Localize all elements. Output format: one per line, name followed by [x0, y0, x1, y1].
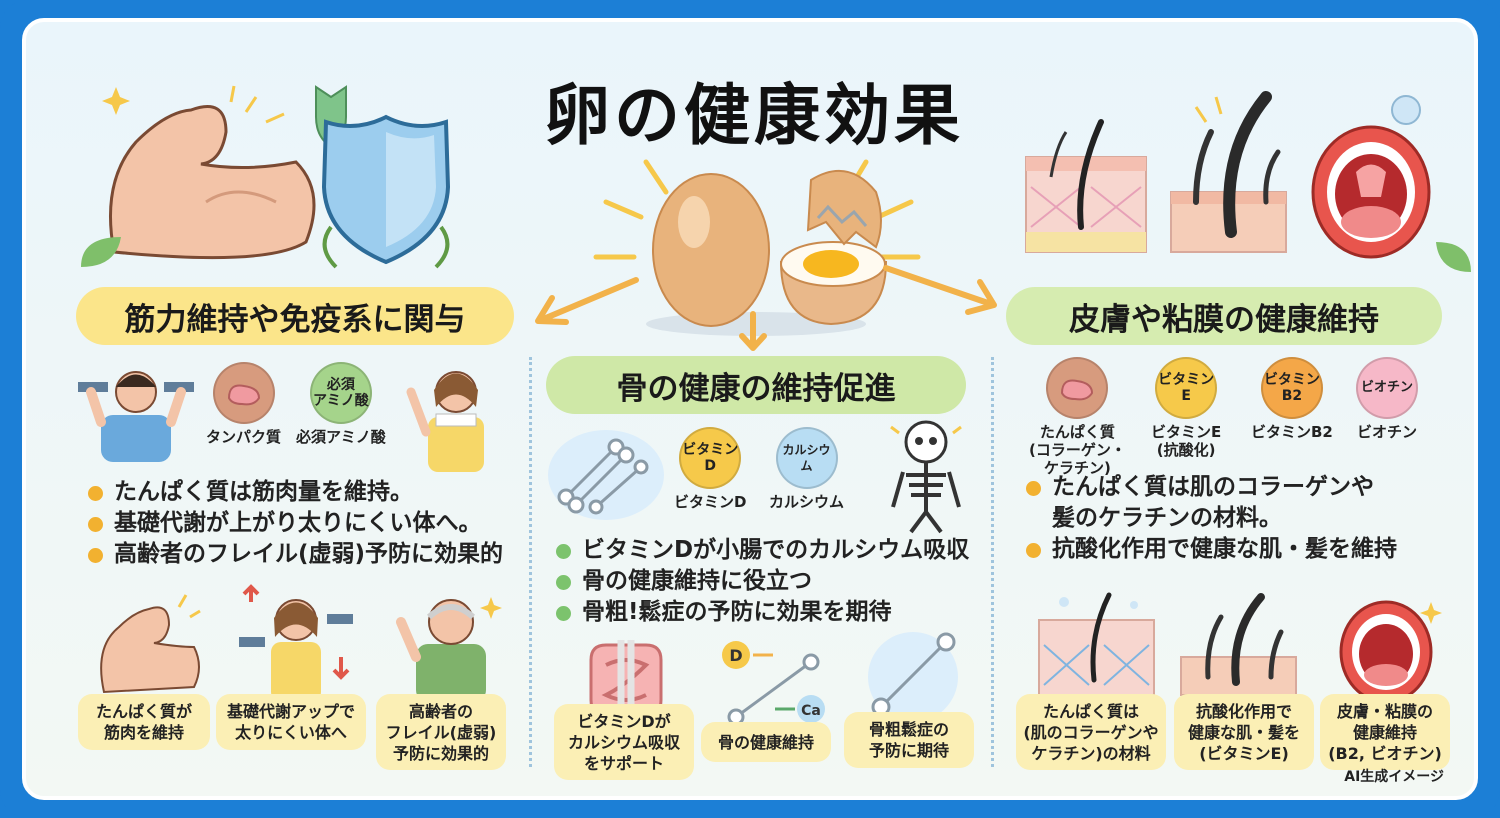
nutrient-vitamin-b2: ビタミン B2 ビタミンB2 [1251, 357, 1333, 441]
woman-towel-icon [406, 371, 484, 472]
infographic-panel: 卵の健康効果 [22, 18, 1478, 800]
arrow-down-icon [739, 311, 767, 351]
bones-icon [548, 430, 664, 520]
caption-osteoporosis: 骨粗鬆症の 予防に期待 [844, 712, 974, 768]
divider-left [529, 357, 532, 767]
page-title: 卵の健康効果 [544, 77, 964, 154]
elderly-man-icon [396, 597, 502, 702]
heading-bone-health: 骨の健康の維持促進 [546, 356, 966, 414]
arrow-left-icon [535, 277, 639, 325]
caption-antioxidant: 抗酸化作用で 健康な肌・髪を (ビタミンE) [1174, 694, 1314, 770]
bullet-item: たんぱく質は肌のコラーゲンや [1026, 472, 1397, 503]
eggs-illustration [593, 159, 921, 336]
svg-text:Ca: Ca [801, 703, 821, 719]
bullet-item: たんぱく質は筋肉量を維持。 [88, 477, 503, 508]
skin-layer-icon [1025, 119, 1147, 253]
skin-collagen-icon [1038, 592, 1155, 696]
heading-muscle-immune: 筋力維持や免疫系に関与 [76, 287, 514, 345]
bullet-item: ビタミンDが小腸でのカルシウム吸収 [556, 535, 969, 566]
shield-icon [315, 85, 451, 269]
woman-dumbbell-icon [239, 584, 353, 702]
calcium-badge: カルシウム [775, 427, 838, 489]
caption-vitamin-d-support: ビタミンDが カルシウム吸収 をサポート [554, 704, 694, 780]
caption-mucosa: 皮膚・粘膜の 健康維持 (B2, ビオチン) [1320, 694, 1450, 770]
caption-protein-muscle: たんぱく質が 筋肉を維持 [78, 694, 210, 750]
skin-bullet-list: たんぱく質は肌のコラーゲンや 髪のケラチンの材料。 抗酸化作用で健康な肌・髪を維… [1026, 472, 1397, 565]
caption-bone-maintenance: 骨の健康維持 [701, 722, 831, 762]
vitamin-d-badge: ビタミン D [679, 427, 742, 489]
nutrient-amino-acid: 必須 アミノ酸 必須アミノ酸 [296, 362, 386, 446]
arrow-right-icon [883, 265, 997, 315]
bone-bullet-list: ビタミンDが小腸でのカルシウム吸収 骨の健康維持に役立つ 骨粗!鬆症の予防に効果… [556, 535, 969, 628]
leaf-icon [81, 237, 121, 267]
leaf-icon [1436, 242, 1471, 272]
nutrient-vitamin-e: ビタミン E ビタミンE (抗酸化) [1151, 357, 1221, 459]
caption-frailty: 高齢者の フレイル(虚弱) 予防に効果的 [376, 694, 506, 770]
divider-right [991, 357, 994, 767]
svg-text:D: D [729, 646, 742, 665]
caption-metabolism: 基礎代謝アップで 太りにくい体へ [216, 694, 366, 750]
nutrient-biotin: ビオチン ビオチン [1356, 357, 1418, 441]
dumbbell-man-icon [78, 371, 194, 462]
nutrient-calcium: カルシウム カルシウム [769, 427, 844, 511]
vitamin-b2-badge: ビタミン B2 [1260, 357, 1323, 419]
heading-skin-mucosa: 皮膚や粘膜の健康維持 [1006, 287, 1442, 345]
biotin-badge: ビオチン [1356, 357, 1418, 419]
hair-icon [1170, 91, 1287, 253]
nutrient-collagen-keratin: たんぱく質 (コラーゲン・ ケラチン) [1029, 357, 1126, 477]
ai-credit: AI生成イメージ [1344, 769, 1444, 785]
amino-acid-badge: 必須 アミノ酸 [309, 362, 372, 424]
intestine-icon [589, 640, 663, 720]
bullet-item: 骨粗!鬆症の予防に効果を期待 [556, 597, 969, 628]
protein-icon [1046, 357, 1109, 419]
bullet-item-continued: 髪のケラチンの材料。 [1052, 505, 1282, 531]
caption-collagen-material: たんぱく質は (肌のコラーゲンや ケラチン)の材料 [1016, 694, 1166, 770]
mouth-small-icon [1339, 600, 1442, 704]
skeleton-icon [890, 420, 962, 534]
protein-icon [212, 362, 275, 424]
nutrient-vitamin-d: ビタミン D ビタミンD [674, 427, 746, 511]
vitamin-e-badge: ビタミン E [1155, 357, 1218, 419]
bullet-item: 基礎代謝が上がり太りにくい体へ。 [88, 508, 503, 539]
muscle-arm-small-icon [100, 594, 201, 694]
muscle-arm-icon [102, 85, 316, 260]
bullet-item: 骨の健康維持に役立つ [556, 566, 969, 597]
muscle-bullet-list: たんぱく質は筋肉量を維持。 基礎代謝が上がり太りにくい体へ。 高齢者のフレイル(… [88, 477, 503, 570]
mouth-icon [1311, 95, 1431, 259]
bullet-item: 抗酸化作用で健康な肌・髪を維持 [1026, 534, 1397, 565]
bone-vitamin-d-calcium-icon: D Ca [722, 641, 825, 726]
bullet-item: 高齢者のフレイル(虚弱)予防に効果的 [88, 539, 503, 570]
hair-small-icon [1180, 593, 1297, 696]
nutrient-protein: タンパク質 [206, 362, 281, 446]
